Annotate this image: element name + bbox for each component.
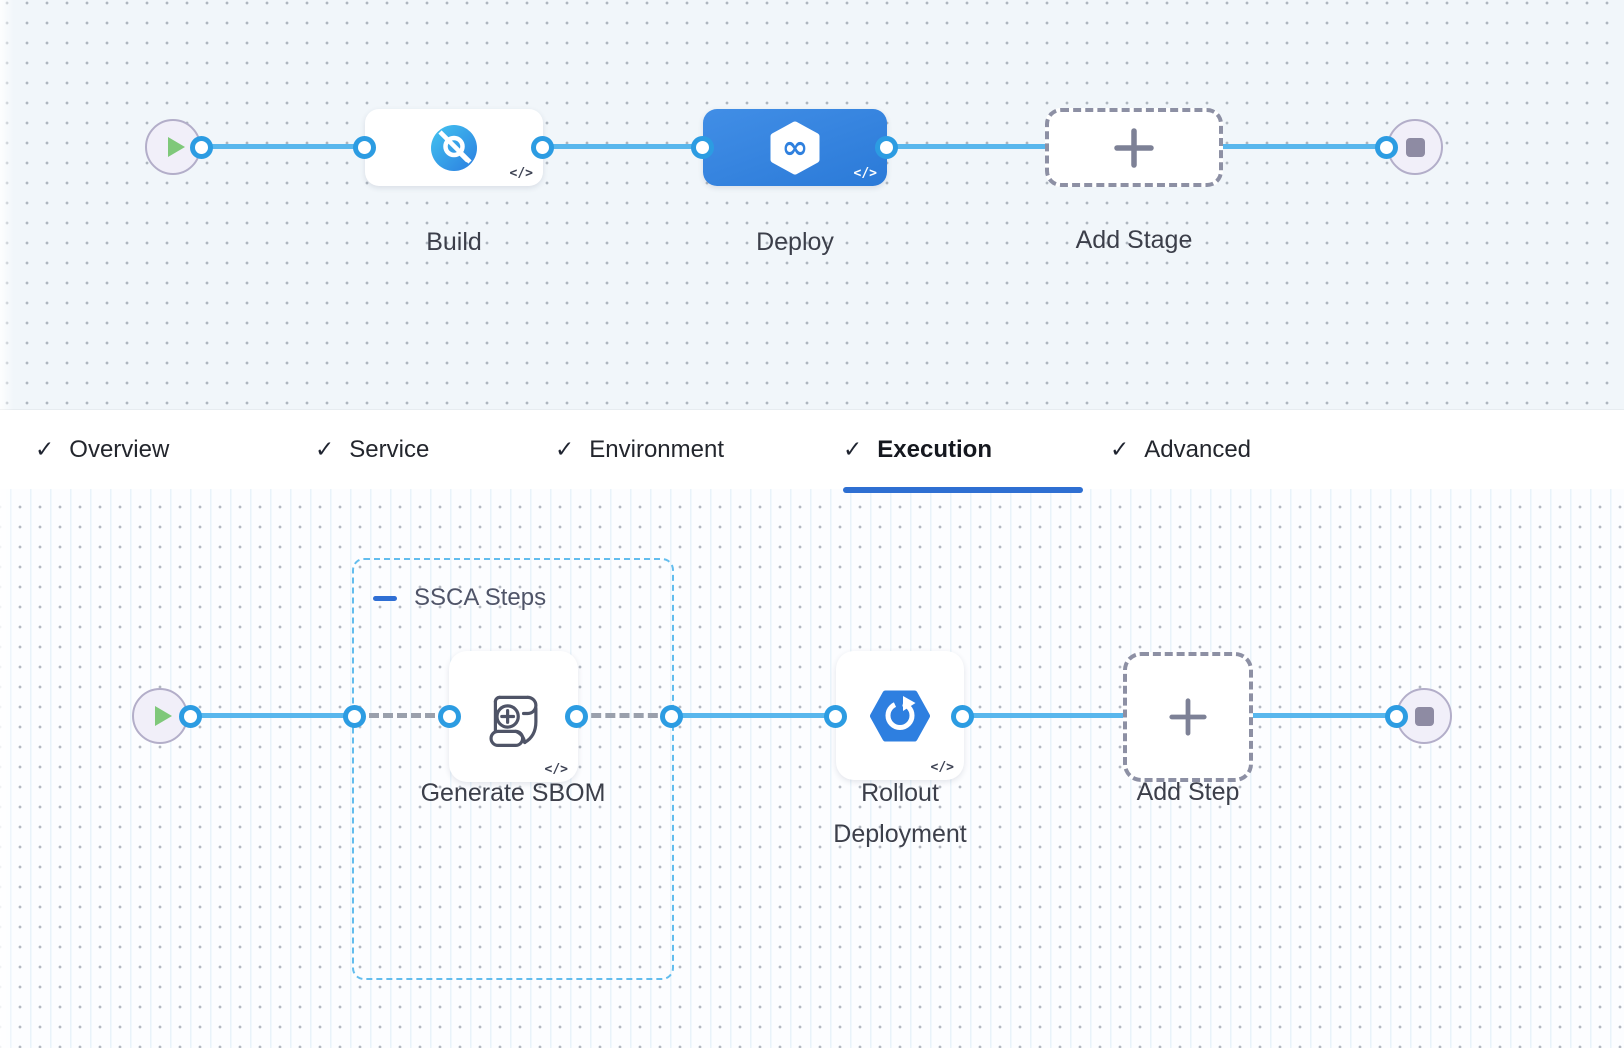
add-step-label: Add Step [1136,778,1240,806]
stop-icon [1405,137,1425,157]
tab-label: Service [349,435,430,463]
port-start-out[interactable] [179,705,202,728]
port-group-out[interactable] [660,705,683,728]
tab-label: Overview [69,435,170,463]
stage-card-deploy[interactable]: ∞ </> [703,109,887,186]
step-group-ssca[interactable] [352,558,674,980]
connector-start-to-group [190,713,355,718]
port-deploy-in[interactable] [691,136,714,159]
connector-build-to-deploy [543,144,703,149]
play-icon [167,137,185,157]
code-view-icon[interactable]: </> [544,762,568,777]
connector-start-to-build [202,144,365,149]
tab-label: Execution [877,435,992,463]
check-icon: ✓ [1110,436,1130,463]
connector-sbom-to-group-edge [577,713,672,718]
step-group-label: SSCA Steps [414,584,547,611]
port-sbom-in[interactable] [438,705,461,728]
stop-icon [1414,706,1434,726]
check-icon: ✓ [555,436,575,463]
connector-addstep-to-end [1253,713,1397,718]
step-group-header: SSCA Steps [373,584,546,612]
add-stage-label: Add Stage [1075,226,1193,254]
port-build-out[interactable] [531,136,554,159]
port-rollout-in[interactable] [824,705,847,728]
port-sbom-out[interactable] [565,705,588,728]
add-stage-button[interactable] [1045,108,1223,187]
sbom-scroll-icon [488,695,537,747]
tab-overview[interactable]: ✓ Overview [35,410,169,489]
cd-deploy-icon: ∞ [770,121,820,174]
execution-start-node [132,688,188,744]
execution-steps-canvas[interactable]: SSCA Steps </> </> [0,489,1624,1048]
stage-label-build: Build [426,228,482,256]
plus-icon [1114,127,1154,168]
stage-config-tabbar: ✓ Overview ✓ Service ✓ Environment ✓ Exe… [0,410,1624,493]
connector-rollout-to-addstep [963,713,1123,718]
step-label-rollout-deployment: Rollout Deployment [833,779,967,848]
add-step-button[interactable] [1123,652,1253,782]
connector-group-to-rollout [672,713,836,718]
pipeline-start-node [145,119,201,175]
port-end-in[interactable] [1375,136,1398,159]
connector-group-to-sbom [355,713,449,718]
tab-execution[interactable]: ✓ Execution [843,410,992,489]
check-icon: ✓ [315,436,335,463]
stage-card-build[interactable]: </> [365,109,543,186]
step-card-rollout-deployment[interactable]: </> [836,651,964,780]
plus-icon [1169,698,1207,736]
port-group-in[interactable] [343,705,366,728]
tab-service[interactable]: ✓ Service [315,410,429,489]
port-end-in[interactable] [1385,705,1408,728]
check-icon: ✓ [35,436,55,463]
play-icon [154,706,172,726]
tab-label: Environment [589,435,725,463]
check-icon: ✓ [843,436,863,463]
code-view-icon[interactable]: </> [930,760,954,775]
port-rollout-out[interactable] [951,705,974,728]
code-view-icon[interactable]: </> [509,166,533,181]
code-view-icon[interactable]: </> [853,166,877,181]
rollout-hexagon-icon [870,690,930,741]
port-build-in[interactable] [353,136,376,159]
tab-environment[interactable]: ✓ Environment [555,410,724,489]
step-label-generate-sbom: Generate SBOM [420,779,606,807]
tab-advanced[interactable]: ✓ Advanced [1110,410,1251,489]
stage-label-deploy: Deploy [756,228,834,256]
tab-label: Advanced [1144,435,1252,463]
port-start-out[interactable] [190,136,213,159]
collapse-group-icon[interactable] [373,595,397,601]
port-deploy-out[interactable] [875,136,898,159]
step-card-generate-sbom[interactable]: </> [449,651,578,782]
ci-build-icon [431,124,477,171]
svg-text:∞: ∞ [782,128,809,166]
active-tab-underline [843,487,1083,493]
stage-pipeline-canvas[interactable]: </> ∞ </> Build Deploy Add Stage [0,0,1624,410]
